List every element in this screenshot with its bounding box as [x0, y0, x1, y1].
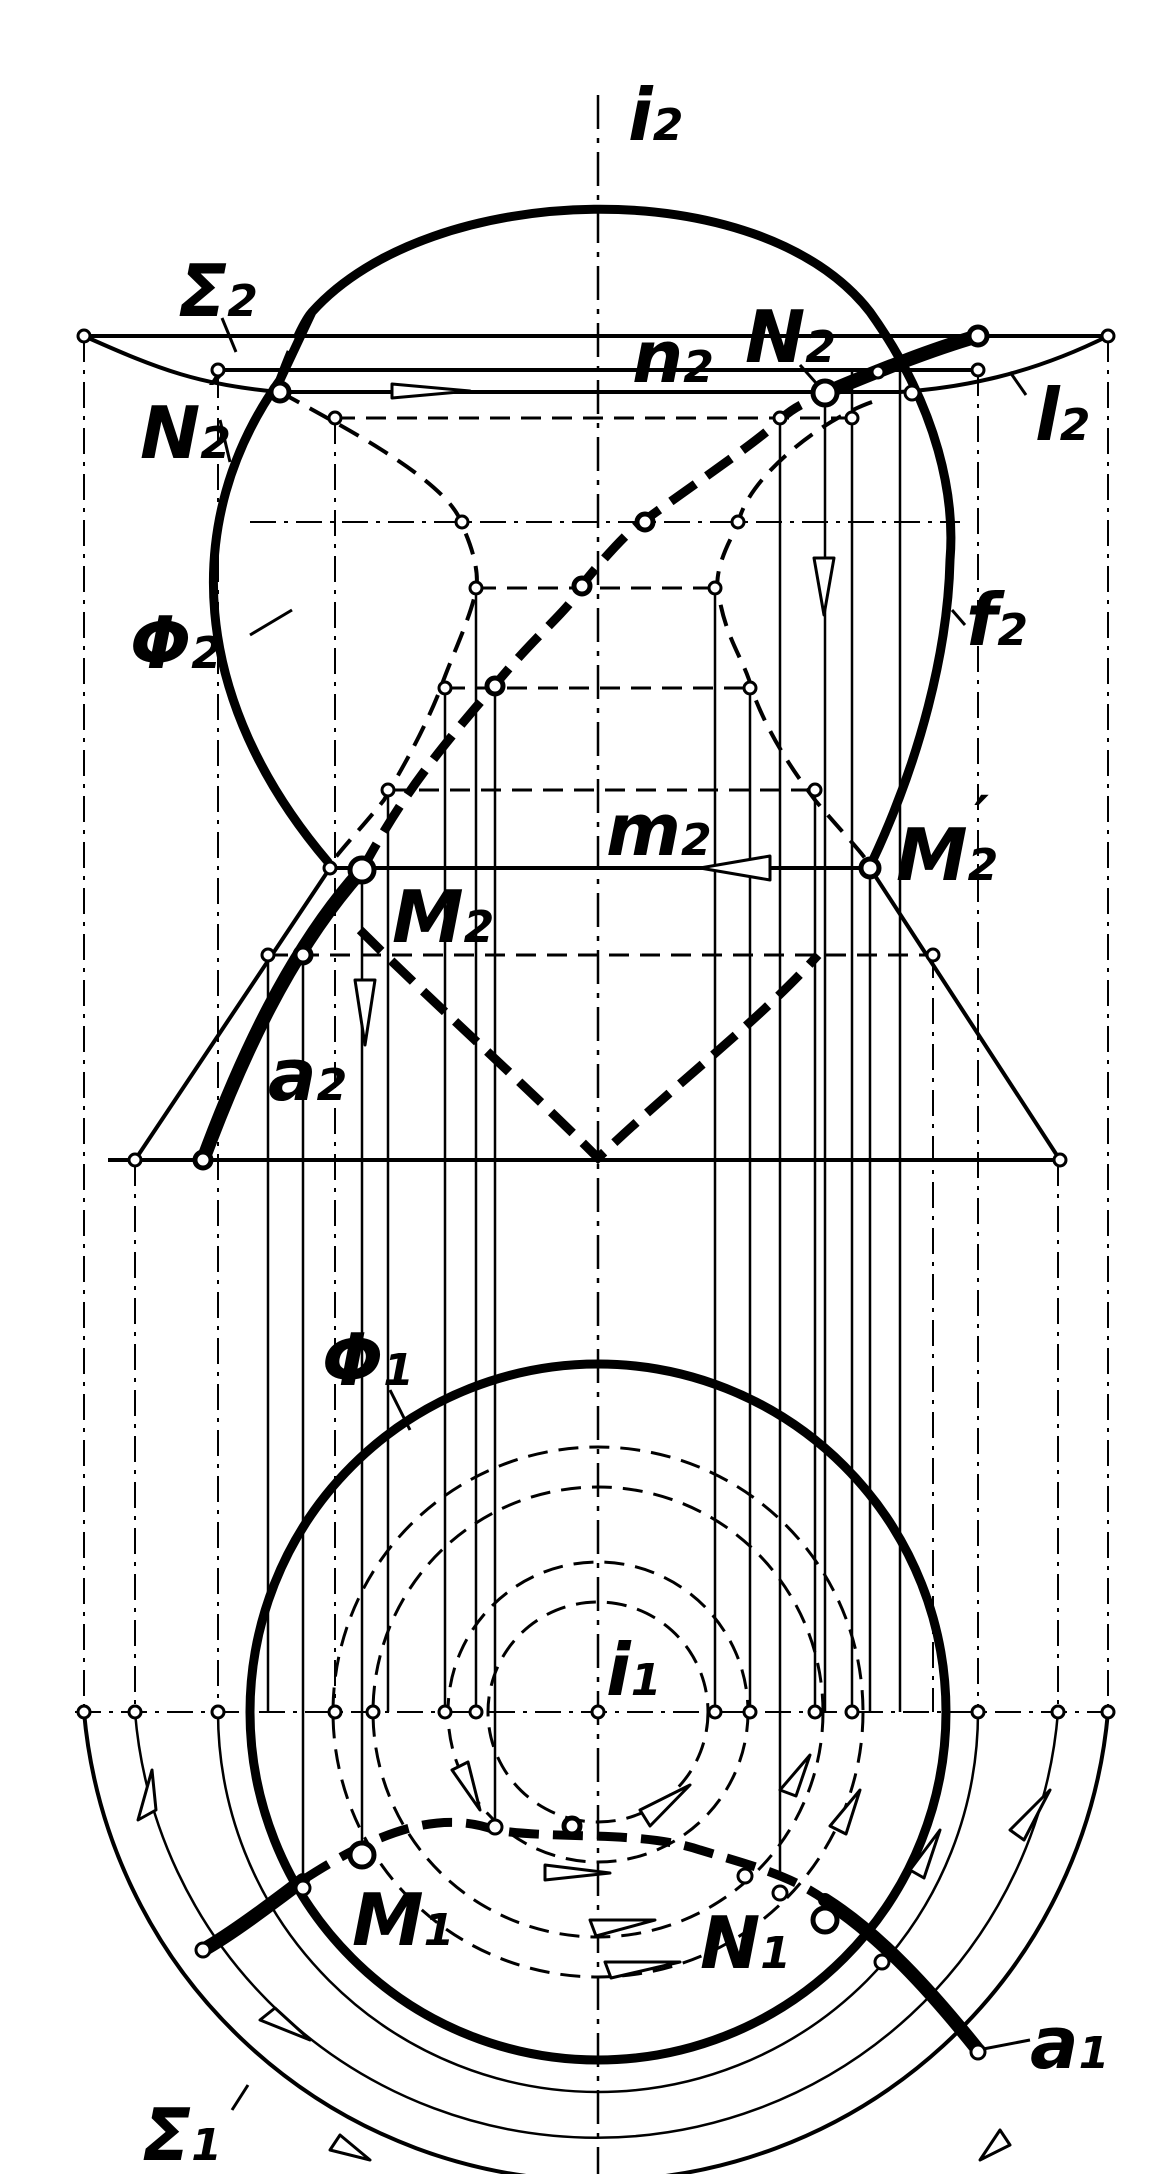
- label-M1: M1: [352, 1878, 454, 1962]
- curve-a1-left: [196, 1873, 310, 1957]
- arrow-m2: [698, 854, 772, 882]
- arrow-f2: [812, 556, 836, 617]
- arrow-top-2: [258, 2006, 312, 2042]
- label-l2: l2: [1035, 373, 1090, 457]
- label-a2: a2: [268, 1033, 347, 1117]
- arrow-top-13: [978, 2128, 1012, 2162]
- dashed-throat-right: [715, 400, 873, 867]
- arrow-top-4: [450, 1760, 482, 1812]
- curve-N2-thick: [818, 329, 985, 400]
- outer-arc-2: [133, 1711, 1060, 2139]
- cone-right-generator: [868, 866, 1062, 1162]
- label-M2: M2: [392, 875, 494, 959]
- arrow-top-1: [136, 1768, 158, 1822]
- label-N2: N2: [745, 295, 836, 379]
- label-M2-prime: M2′: [896, 785, 998, 897]
- projection-lines: [83, 336, 1109, 1880]
- dashed-circle-1: [331, 1445, 865, 1979]
- arrow-top-5: [543, 1863, 612, 1882]
- label-n2: n2: [632, 315, 714, 399]
- arrow-top-3: [328, 2133, 372, 2162]
- curve-a1-right: [818, 1893, 985, 2057]
- outer-arc-1: [82, 1711, 1110, 2174]
- label-phi2: Φ2: [130, 601, 222, 685]
- label-i1: i1: [606, 1628, 661, 1712]
- label-N1: N1: [700, 1901, 791, 1985]
- curve-a2-thick: [196, 863, 369, 1167]
- cone-left-generator: [133, 866, 332, 1162]
- intersection-curve-front: [358, 389, 828, 873]
- sphere-outline-phi2: [209, 204, 956, 867]
- points: [76, 324, 1116, 2061]
- arrow-a2: [353, 978, 377, 1047]
- label-i2: i2: [628, 73, 683, 157]
- arrow-top-11: [908, 1828, 942, 1880]
- label-phi1: Φ1: [322, 1318, 414, 1402]
- label-a1: a1: [1030, 2001, 1109, 2085]
- label-f2: f2: [966, 578, 1028, 662]
- leader-lines: [218, 317, 1031, 2111]
- intersection-curve-top: [300, 1817, 828, 1904]
- surface-l2-sigma2-curve: [83, 334, 1109, 394]
- sphere-circle-phi1: [245, 1359, 951, 2065]
- arrow-top-7: [588, 1918, 657, 1938]
- dashed-curve-bottom: [356, 926, 822, 1165]
- label-sigma2: Σ2: [178, 249, 258, 333]
- arrow-n2: [390, 382, 472, 400]
- outer-arc-3: [216, 1711, 980, 2094]
- arrow-top-9: [778, 1753, 812, 1798]
- label-N2-prime: N2′: [140, 365, 231, 475]
- arrow-top-6: [638, 1783, 692, 1828]
- arrow-top-8: [603, 1960, 682, 1980]
- dashed-throat-left: [279, 390, 479, 867]
- sphere-hidden-top-left: [275, 309, 316, 382]
- arrow-top-12: [1008, 1788, 1052, 1842]
- arrow-top-10: [828, 1788, 862, 1836]
- label-sigma1: Σ1: [142, 2093, 222, 2174]
- label-m2: m2: [606, 788, 712, 872]
